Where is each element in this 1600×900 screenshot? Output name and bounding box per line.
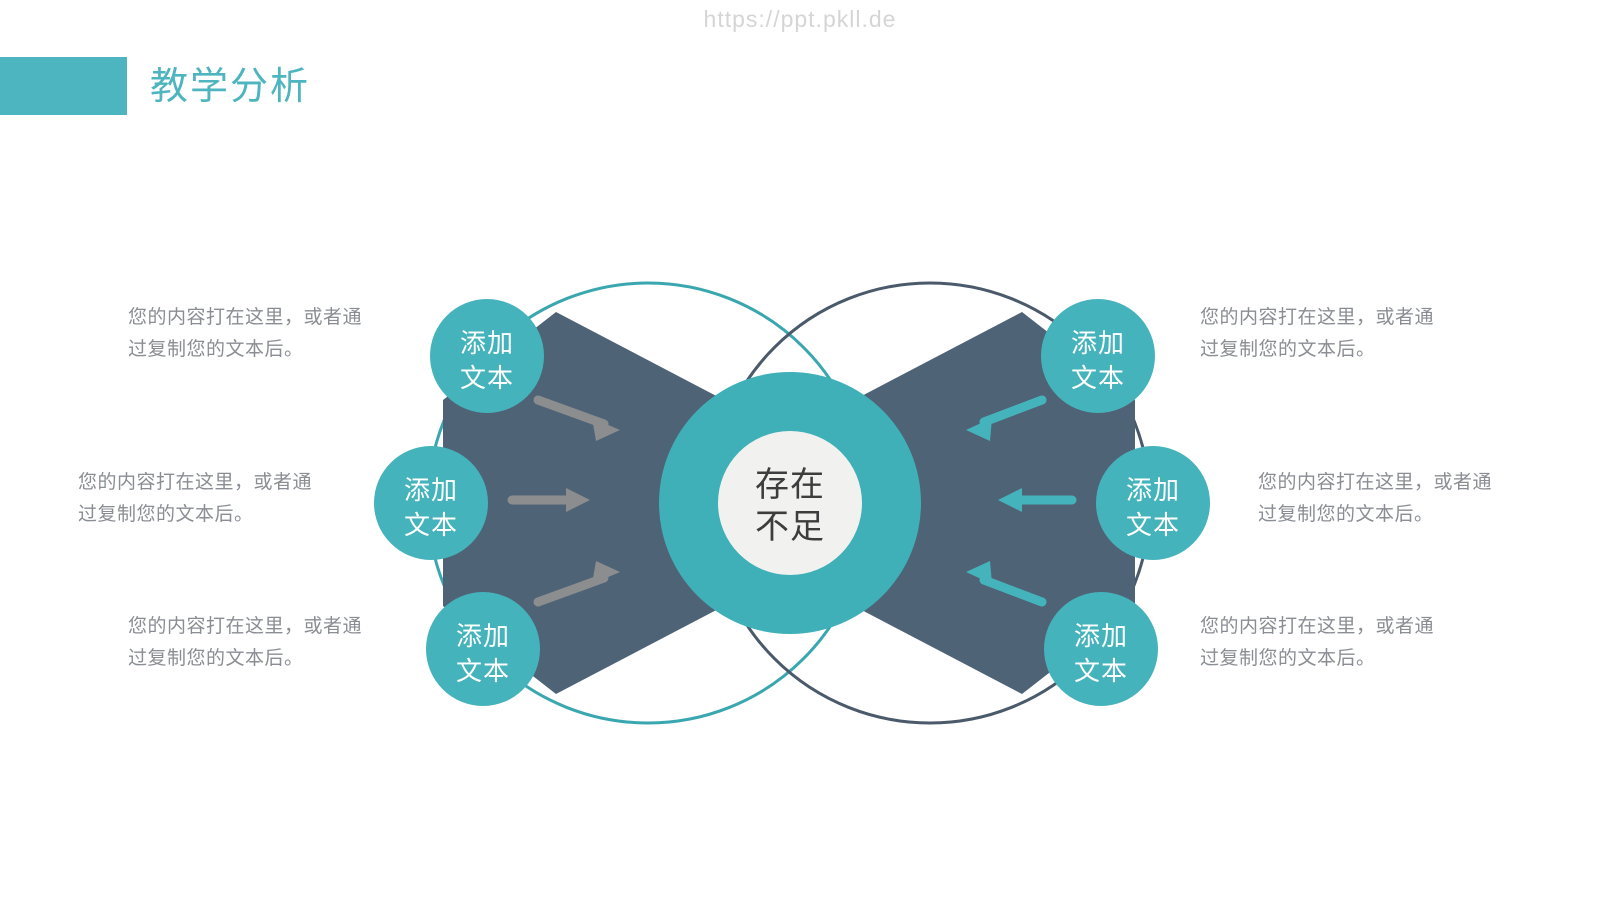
node-left-1-line1: 添加 [460,328,514,358]
note-left-2: 您的内容打在这里，或者通 过复制您的文本后。 [78,467,328,531]
right-wedge-shape [854,312,1135,694]
node-left-1-line2: 文本 [460,363,514,393]
title-accent-block [0,57,127,115]
node-left-3[interactable]: 添加 文本 [426,592,540,706]
note-right-2-line2: 过复制您的文本后。 [1258,504,1434,525]
core-label-line2: 不足 [755,508,825,546]
node-left-2-line1: 添加 [404,475,458,505]
arrow-left-middle [507,488,590,512]
note-right-3-line2: 过复制您的文本后。 [1200,648,1376,669]
node-left-1[interactable]: 添加 文本 [430,299,544,413]
node-right-1-line1: 添加 [1071,328,1125,358]
node-left-3-line1: 添加 [456,621,510,651]
node-right-3-line2: 文本 [1074,656,1128,686]
node-left-2[interactable]: 添加 文本 [374,446,488,560]
note-right-3: 您的内容打在这里，或者通 过复制您的文本后。 [1200,611,1450,675]
note-left-3-line1: 您的内容打在这里，或者通 [128,616,363,637]
note-right-1-line1: 您的内容打在这里，或者通 [1200,307,1435,328]
watermark-text: https://ppt.pkll.de [703,6,897,32]
node-right-2[interactable]: 添加 文本 [1096,446,1210,560]
arrow-right-top [966,395,1047,441]
arrow-left-top [533,395,620,441]
arrow-right-middle [998,488,1077,512]
note-left-2-line2: 过复制您的文本后。 [78,504,254,525]
note-right-3-line1: 您的内容打在这里，或者通 [1200,616,1435,637]
note-right-2-line1: 您的内容打在这里，或者通 [1258,472,1493,493]
node-right-1[interactable]: 添加 文本 [1041,299,1155,413]
note-left-3-line2: 过复制您的文本后。 [128,648,304,669]
node-right-2-line1: 添加 [1126,475,1180,505]
arrow-right-bottom [966,561,1047,607]
note-right-1: 您的内容打在这里，或者通 过复制您的文本后。 [1200,302,1450,366]
note-left-1: 您的内容打在这里，或者通 过复制您的文本后。 [128,302,378,366]
note-right-2: 您的内容打在这里，或者通 过复制您的文本后。 [1258,467,1508,531]
page-title: 教学分析 [150,66,311,108]
node-right-2-line2: 文本 [1126,510,1180,540]
node-right-1-line2: 文本 [1071,363,1125,393]
core-inner-disc [718,431,862,575]
node-left-2-line2: 文本 [404,510,458,540]
node-right-3[interactable]: 添加 文本 [1044,592,1158,706]
arrow-left-bottom [533,561,620,607]
note-left-1-line2: 过复制您的文本后。 [128,339,304,360]
note-left-2-line1: 您的内容打在这里，或者通 [78,472,313,493]
core-label-line1: 存在 [755,466,825,504]
note-right-1-line2: 过复制您的文本后。 [1200,339,1376,360]
note-left-3: 您的内容打在这里，或者通 过复制您的文本后。 [128,611,378,675]
node-right-3-line1: 添加 [1074,621,1128,651]
note-left-1-line1: 您的内容打在这里，或者通 [128,307,363,328]
node-left-3-line2: 文本 [456,656,510,686]
